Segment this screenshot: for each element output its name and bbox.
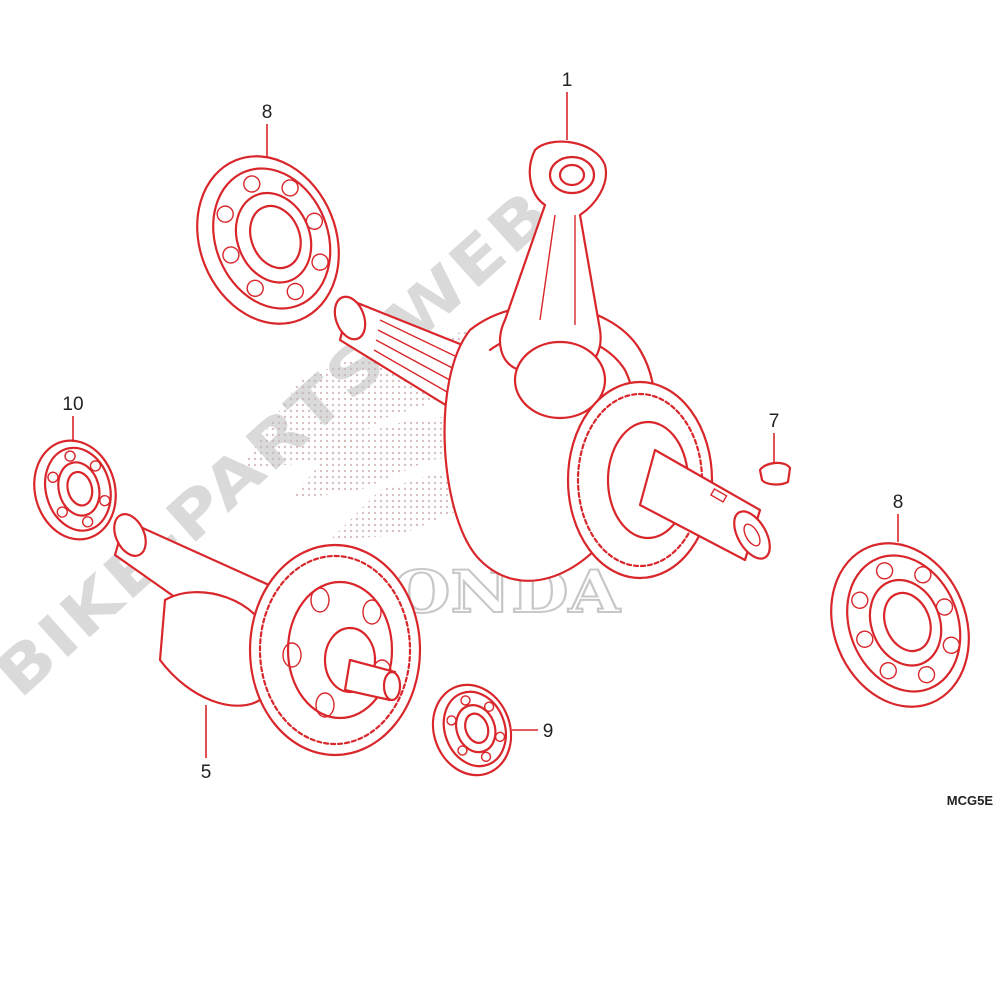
callout-10: 10 (62, 394, 84, 442)
svg-text:10: 10 (62, 394, 83, 415)
callout-1: 1 (562, 70, 573, 140)
svg-text:7: 7 (769, 411, 780, 432)
callout-8-upper: 8 (262, 102, 273, 158)
ball-bearing-upper (196, 155, 340, 325)
callout-5: 5 (201, 705, 212, 783)
diagram-code: MCG5E (947, 793, 994, 808)
svg-text:8: 8 (893, 492, 904, 513)
callout-9: 9 (512, 721, 553, 742)
callout-7: 7 (769, 411, 780, 462)
ball-bearing-left-small (33, 439, 117, 541)
svg-text:9: 9 (543, 721, 554, 742)
crankshaft-assembly (333, 140, 771, 582)
balancer-shaft (113, 513, 422, 757)
ball-bearing-right (830, 542, 970, 708)
svg-text:8: 8 (262, 102, 273, 123)
svg-text:5: 5 (201, 762, 212, 783)
svg-text:1: 1 (562, 70, 573, 91)
callout-8-right: 8 (893, 492, 904, 542)
ball-bearing-small-bottom (431, 683, 513, 777)
woodruff-key (758, 461, 792, 486)
